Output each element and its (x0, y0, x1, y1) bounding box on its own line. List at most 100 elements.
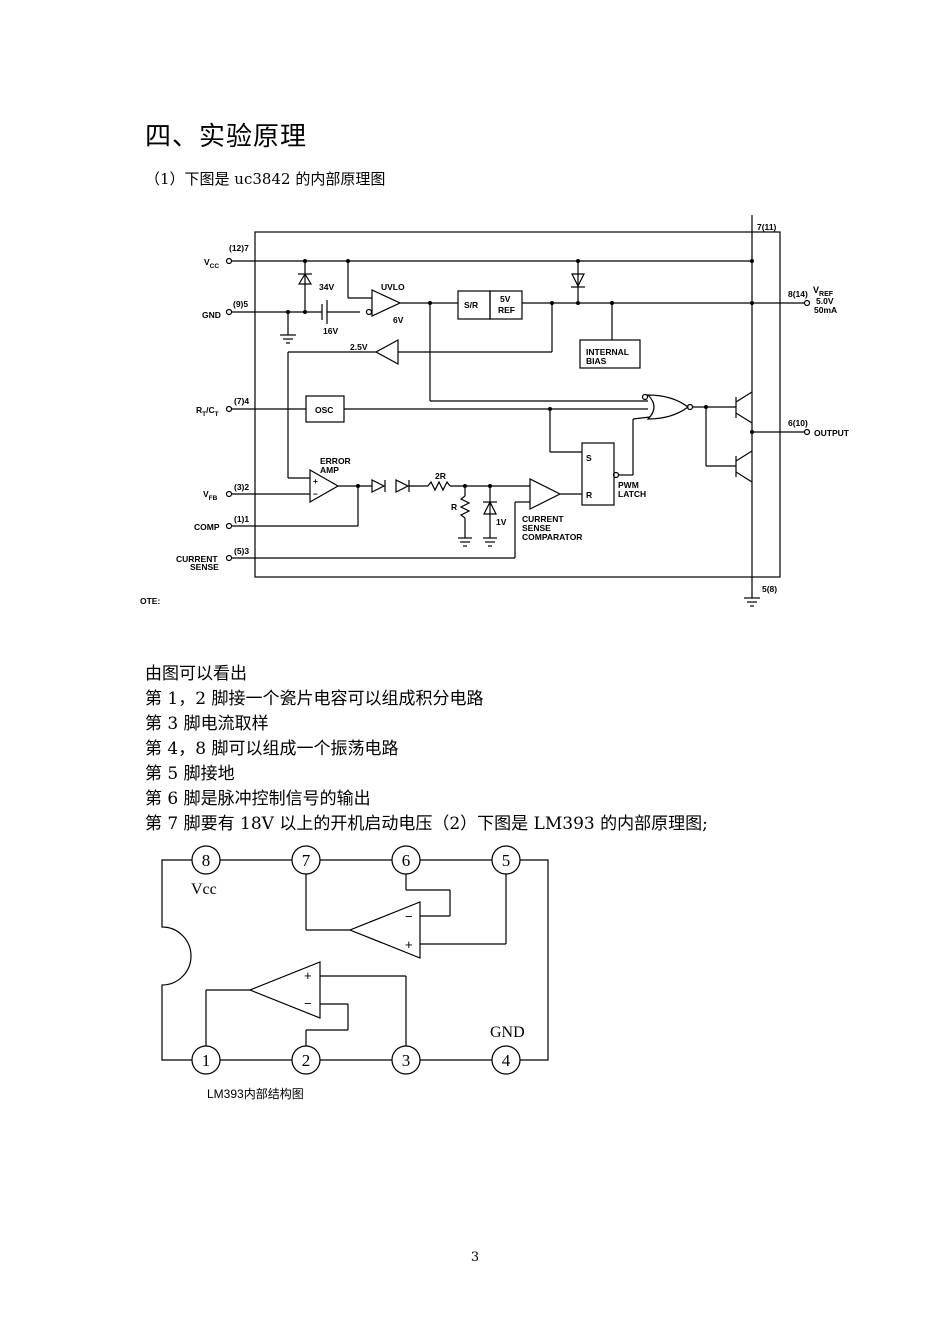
sr-label: S/R (464, 300, 478, 310)
comp-label: COMP (194, 522, 220, 532)
cs-pin-number: (5)3 (234, 546, 249, 556)
vref-label: VREF (813, 285, 834, 298)
pin-5-label: 5 (502, 851, 511, 870)
pin-4-circle (491, 1045, 521, 1075)
gnd-pin-number: (9)5 (233, 299, 248, 309)
note-label: OTE: (140, 596, 160, 606)
latch-r-label: R (586, 490, 592, 500)
uvlo-6v-label: 6V (393, 315, 404, 325)
cs-comparator-label-3: COMPARATOR (522, 532, 582, 542)
paragraph-6: 第 6 脚是脉冲控制信号的输出 (145, 789, 371, 809)
vref-voltage: 5.0V (816, 296, 834, 306)
internal-bias-label-2: BIAS (586, 356, 607, 366)
ref-5v-label: 5V (500, 294, 511, 304)
battery-16v-label: 16V (323, 326, 338, 336)
resistor-2r (427, 480, 451, 492)
zener-34v-label: 34V (319, 282, 334, 292)
pin-8-circle (191, 845, 221, 875)
output-pin-number: 6(10) (788, 418, 808, 428)
cs-comparator-label-2: SENSE (522, 523, 551, 533)
current-sense-comparator (529, 478, 562, 510)
upper-plus: + (405, 937, 413, 952)
lower-minus: − (304, 996, 312, 1011)
upper-comparator (348, 901, 421, 959)
rtct-label: RT/CT (196, 405, 219, 418)
lower-plus: + (304, 968, 312, 983)
diode-2 (395, 479, 410, 493)
gnd-pin (225, 308, 233, 316)
latch-s-label: S (586, 453, 592, 463)
top-pin-number: 7(11) (757, 222, 777, 232)
vfb-pin (225, 490, 233, 498)
upper-minus: − (405, 909, 413, 924)
ref-box (489, 290, 523, 320)
ref-diode (571, 273, 585, 288)
current-sense-label-1: CURRENT (176, 554, 218, 564)
vcc-pin (225, 257, 233, 265)
error-amp-label-1: ERROR (320, 456, 351, 466)
vcc-pin-number: (12)7 (229, 243, 249, 253)
comp-pin (225, 522, 233, 530)
ref-label: REF (498, 305, 515, 315)
vref-current: 50mA (814, 305, 837, 315)
diode-1 (371, 479, 386, 493)
uvlo-comparator (371, 289, 402, 317)
uvlo-label: UVLO (381, 282, 405, 292)
pin-6-circle (391, 845, 421, 875)
lower-comparator (248, 961, 321, 1019)
vcc-label: VCC (204, 257, 219, 270)
pin-2-label: 2 (302, 1051, 311, 1070)
error-amp (309, 468, 340, 504)
ic-outline (254, 231, 781, 578)
paragraph-1: 由图可以看出 (145, 664, 247, 684)
pin-1-circle (191, 1045, 221, 1075)
pin-8-label: 8 (202, 851, 211, 870)
error-amp-minus: − (313, 489, 318, 499)
zener-1v-label: 1V (496, 517, 507, 527)
gnd-label: GND (490, 1024, 525, 1041)
pin-4-label: 4 (502, 1051, 511, 1070)
comp-pin-number: (1)1 (234, 514, 249, 524)
resistor-2r-label: 2R (435, 471, 446, 481)
output-label: OUTPUT (814, 428, 850, 438)
zener-1v (483, 500, 497, 515)
rtct-pin (225, 405, 233, 413)
pin-5-circle (491, 845, 521, 875)
pin-1-label: 1 (202, 1051, 211, 1070)
paragraph-5: 第 5 脚接地 (145, 764, 235, 784)
ref-buffer (374, 338, 399, 366)
cs-comparator-label-1: CURRENT (522, 514, 564, 524)
pin-7-circle (291, 845, 321, 875)
lm393-diagram: 8 7 6 5 1 2 3 4 Vcc GND − + + − LM393内部结… (161, 845, 549, 1101)
pin-7-label: 7 (302, 851, 311, 870)
pwm-label: PWM (618, 480, 639, 490)
zener-34v (297, 272, 313, 285)
latch-label: LATCH (618, 489, 646, 499)
lm393-caption: LM393内部结构图 (207, 1086, 304, 1101)
figure-caption-uc3842: （1）下图是 uc3842 的内部原理图 (145, 170, 386, 188)
vcc-label: Vcc (191, 881, 217, 898)
paragraph-7: 第 7 脚要有 18V 以上的开机启动电压（2）下图是 LM393 的内部原理图… (145, 814, 708, 834)
vref-pin (803, 299, 811, 307)
internal-bias-box (579, 339, 641, 369)
gnd-label: GND (202, 310, 221, 320)
bottom-pin-number: 5(8) (762, 584, 777, 594)
vfb-pin-number: (3)2 (234, 482, 249, 492)
paragraph-2: 第 1，2 脚接一个瓷片电容可以组成积分电路 (145, 689, 484, 709)
output-pin (803, 428, 811, 436)
page-number: 3 (470, 1250, 480, 1265)
paragraph-4: 第 4，8 脚可以组成一个振荡电路 (145, 739, 399, 759)
current-sense-label-2: SENSE (190, 562, 219, 572)
error-amp-label-2: AMP (320, 465, 339, 475)
pin-3-label: 3 (402, 1051, 411, 1070)
section-heading: 四、实验原理 (145, 122, 308, 152)
rtct-pin-number: (7)4 (234, 396, 249, 406)
paragraph-3: 第 3 脚电流取样 (145, 714, 269, 734)
pin-3-circle (391, 1045, 421, 1075)
error-amp-plus: + (313, 476, 318, 486)
output-nor-gate (646, 394, 690, 420)
internal-bias-label-1: INTERNAL (586, 347, 629, 357)
current-sense-pin (225, 554, 233, 562)
resistor-r-label: R (451, 502, 457, 512)
vfb-label: VFB (203, 489, 218, 502)
